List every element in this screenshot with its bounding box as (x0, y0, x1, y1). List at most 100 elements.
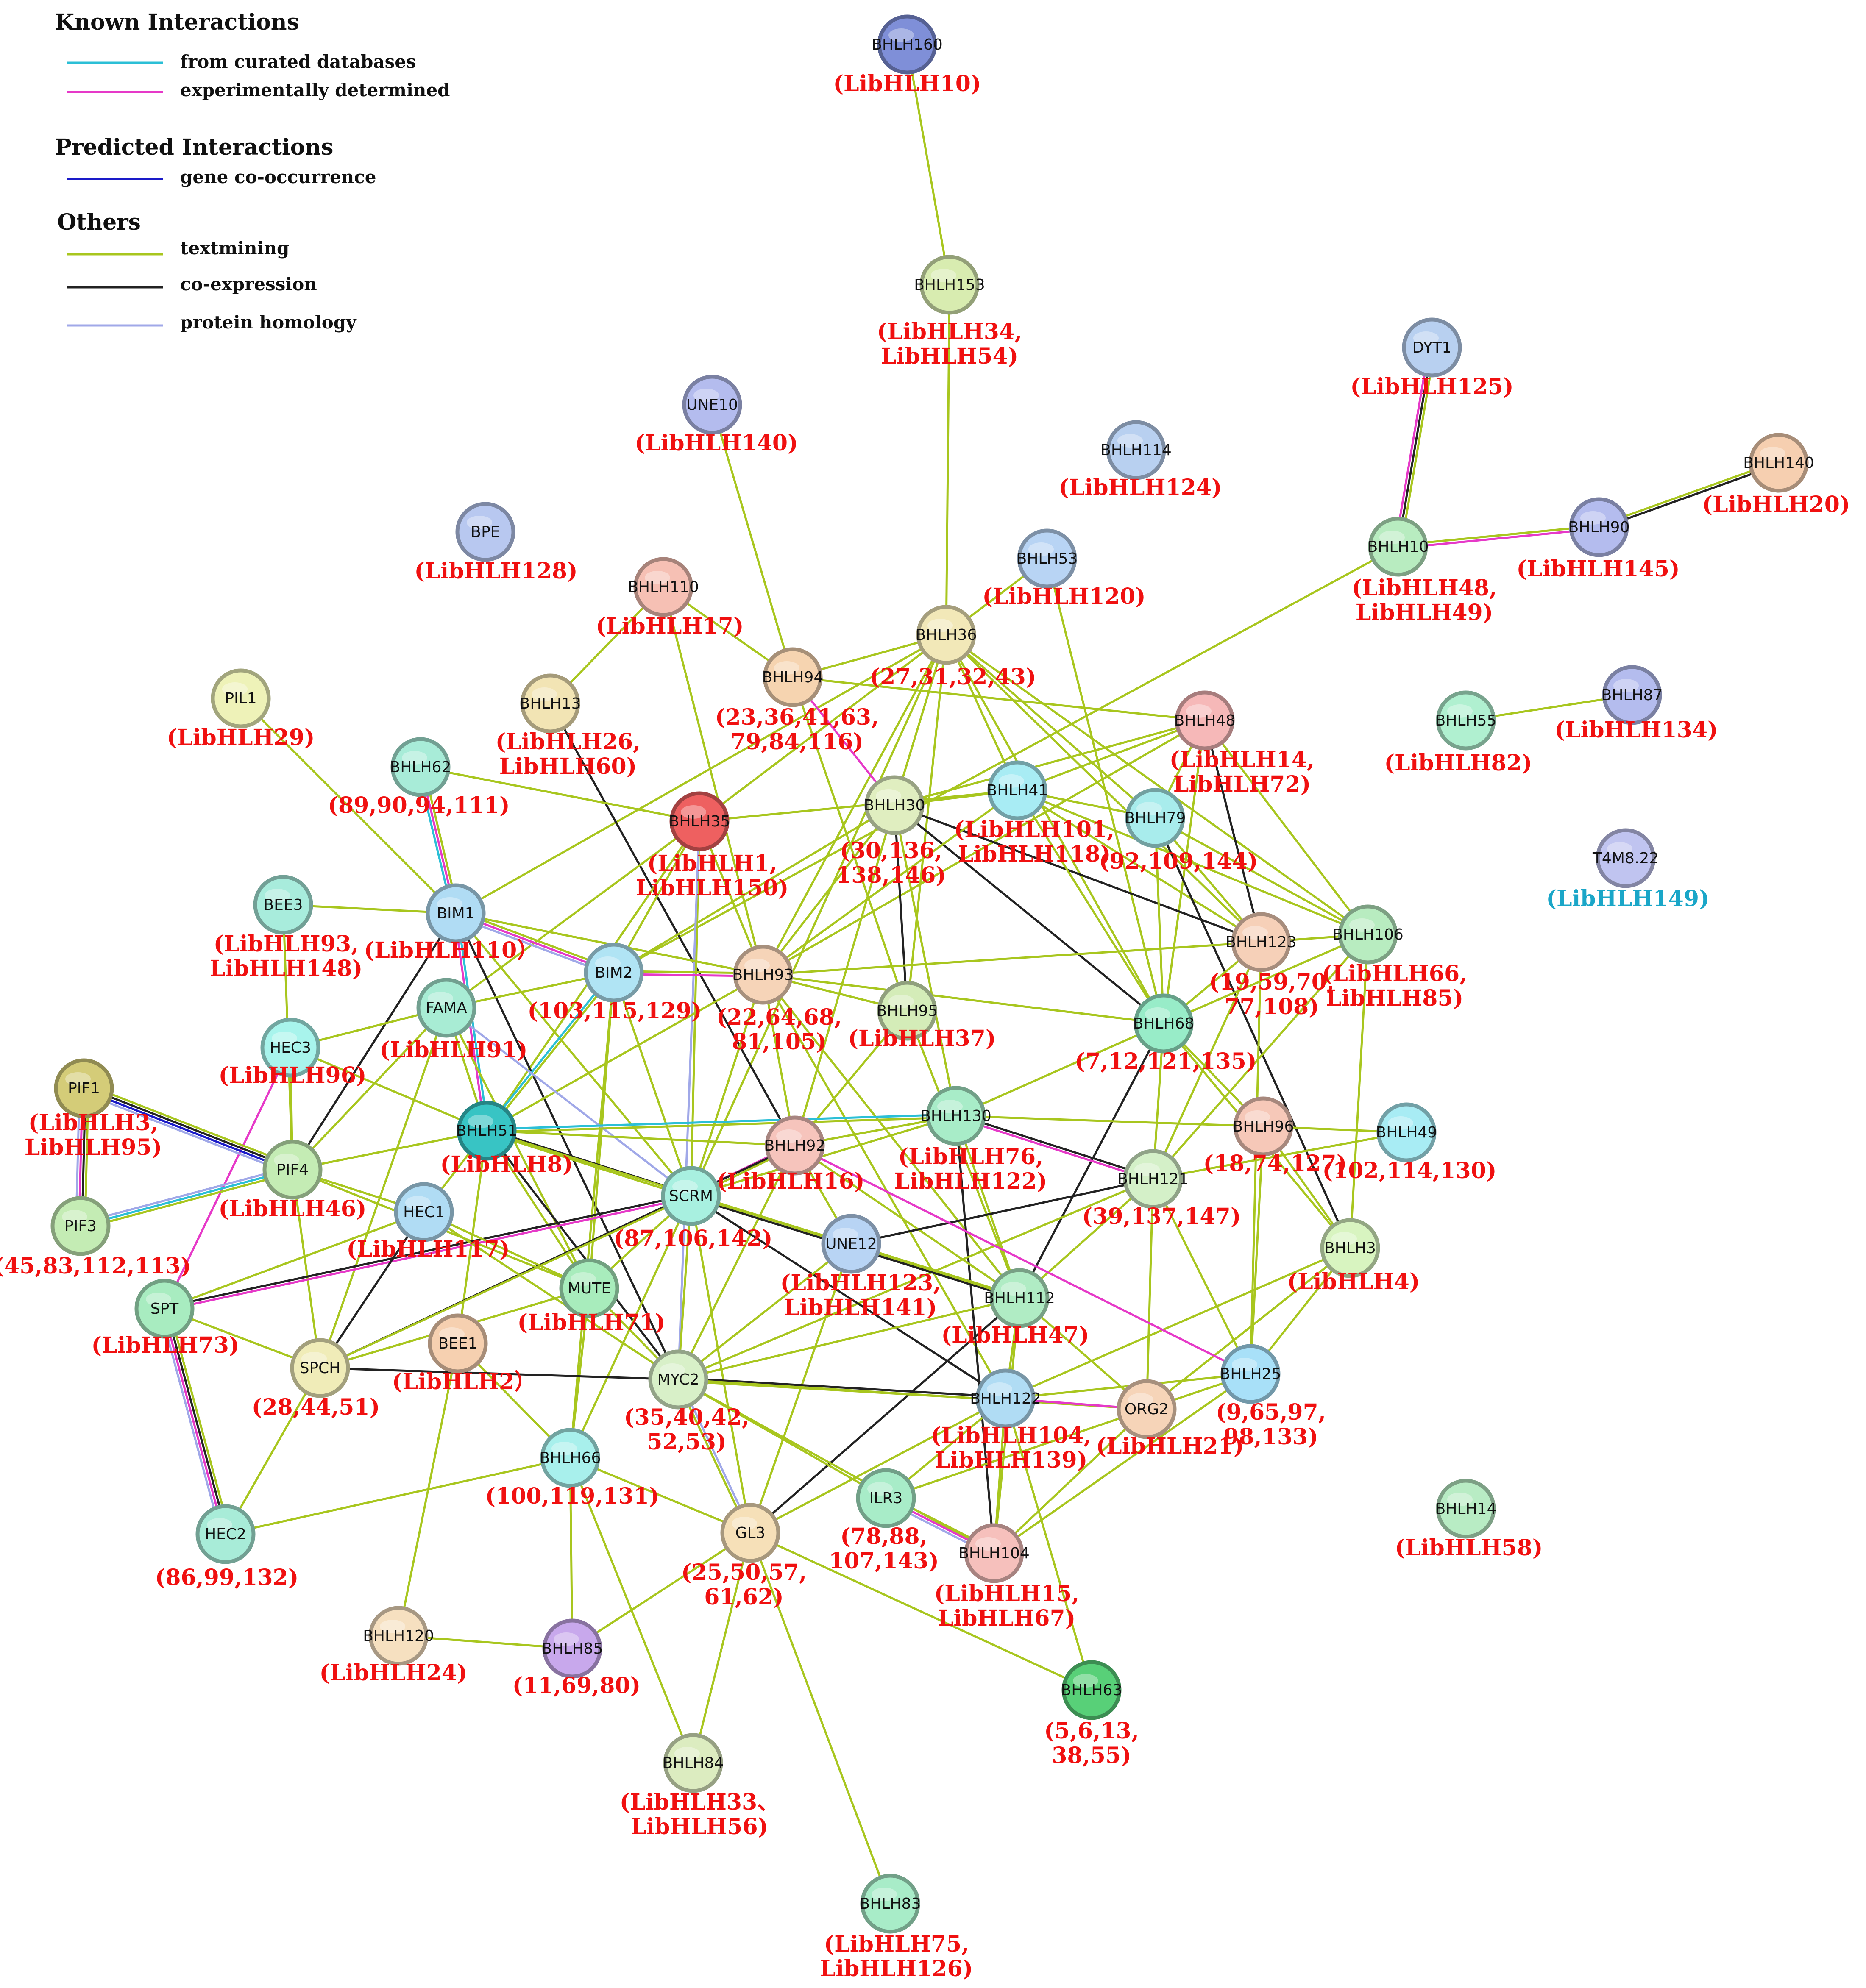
node-spt[interactable]: SPT(LibHLH73) (91, 1279, 240, 1358)
node-t4m8-22[interactable]: T4M8.22(LibHLH149) (1546, 828, 1710, 912)
node-circle[interactable] (877, 981, 937, 1041)
node-circle[interactable] (134, 1279, 195, 1339)
node-circle[interactable] (1231, 912, 1291, 972)
node-circle[interactable] (1749, 433, 1809, 493)
node-circle[interactable] (669, 791, 730, 851)
node-mute[interactable]: MUTE(LibHLH71) (517, 1258, 666, 1335)
node-bhlh83[interactable]: BHLH83(LibHLH75,LibHLH126) (820, 1874, 973, 1982)
node-bhlh87[interactable]: BHLH87(LibHLH134) (1554, 665, 1718, 743)
node-bhlh41[interactable]: BHLH41(LibHLH101,LibHLH118) (954, 760, 1115, 867)
node-circle[interactable] (1436, 690, 1496, 751)
node-circle[interactable] (987, 760, 1047, 820)
node-bhlh36[interactable]: BHLH36(27,31,32,43) (870, 605, 1036, 690)
node-bim2[interactable]: BIM2(103,115,129) (527, 943, 702, 1024)
node-bhlh84[interactable]: BHLH84(LibHLH33、LibHLH56) (620, 1733, 779, 1840)
node-circle[interactable] (1376, 1102, 1437, 1162)
node-bee3[interactable]: BEE3(LibHLH93,LibHLH148) (210, 875, 363, 981)
node-dyt1[interactable]: DYT1(LibHLH125) (1350, 317, 1514, 400)
node-bhlh153[interactable]: BHLH153(LibHLH34,LibHLH54) (877, 255, 1022, 369)
node-circle[interactable] (542, 1618, 602, 1679)
node-circle[interactable] (1061, 1660, 1122, 1720)
node-circle[interactable] (540, 1428, 600, 1488)
node-circle[interactable] (1402, 317, 1462, 378)
node-bhlh14[interactable]: BHLH14(LibHLH58) (1395, 1479, 1543, 1561)
node-bhlh130[interactable]: BHLH130(LibHLH76,LibHLH122) (894, 1086, 1047, 1194)
node-circle[interactable] (860, 1874, 920, 1934)
node-circle[interactable] (455, 502, 515, 562)
node-bhlh3[interactable]: BHLH3(LibHLH4) (1287, 1218, 1420, 1295)
node-circle[interactable] (916, 605, 976, 665)
node-circle[interactable] (1017, 528, 1077, 589)
node-spch[interactable]: SPCH(28,44,51) (252, 1338, 380, 1420)
node-bhlh90[interactable]: BHLH90(LibHLH145) (1516, 497, 1680, 582)
node-circle[interactable] (661, 1166, 721, 1226)
node-circle[interactable] (368, 1606, 429, 1666)
node-circle[interactable] (195, 1504, 256, 1564)
node-bpe[interactable]: BPE(LibHLH128) (414, 502, 578, 584)
node-bhlh96[interactable]: BHLH96(18,74,127) (1203, 1096, 1347, 1176)
node-bhlh48[interactable]: BHLH48(LibHLH14,LibHLH72) (1170, 690, 1315, 797)
node-bhlh66[interactable]: BHLH66(100,119,131) (485, 1428, 660, 1509)
node-circle[interactable] (1134, 993, 1194, 1054)
node-circle[interactable] (1220, 1344, 1281, 1404)
node-fama[interactable]: FAMA(LibHLH91) (379, 978, 528, 1063)
node-circle[interactable] (1117, 1379, 1177, 1439)
node-circle[interactable] (733, 945, 793, 1005)
node-circle[interactable] (682, 375, 742, 435)
node-circle[interactable] (975, 1368, 1036, 1429)
node-org2[interactable]: ORG2(LibHLH21) (1096, 1379, 1244, 1459)
node-bhlh106[interactable]: BHLH106(LibHLH66,LibHLH85) (1322, 904, 1468, 1011)
node-hec1[interactable]: HEC1(LibHLH117) (346, 1182, 510, 1262)
node-bhlh122[interactable]: BHLH122(LibHLH104,LibHLH139) (931, 1368, 1092, 1473)
node-circle[interactable] (926, 1086, 986, 1146)
node-une10[interactable]: UNE10(LibHLH140) (635, 375, 798, 456)
node-circle[interactable] (211, 668, 271, 728)
node-circle[interactable] (394, 1182, 454, 1242)
node-bhlh51[interactable]: BHLH51(LibHLH8) (440, 1101, 573, 1177)
node-bhlh85[interactable]: BHLH85(11,69,80) (512, 1618, 641, 1699)
node-bhlh120[interactable]: BHLH120(LibHLH24) (319, 1606, 468, 1686)
node-circle[interactable] (390, 737, 451, 797)
node-bhlh95[interactable]: BHLH95(LibHLH37) (848, 981, 996, 1051)
node-bhlh94[interactable]: BHLH94(23,36,41,63,79,84,116) (715, 647, 879, 755)
node-bhlh68[interactable]: BHLH68(7,12,121,135) (1075, 993, 1257, 1074)
node-bee1[interactable]: BEE1(LibHLH2） (392, 1313, 536, 1395)
node-circle[interactable] (262, 1140, 323, 1200)
node-circle[interactable] (1123, 1149, 1183, 1209)
node-bhlh13[interactable]: BHLH13(LibHLH26,LibHLH60) (496, 673, 641, 779)
node-circle[interactable] (663, 1733, 723, 1793)
node-circle[interactable] (426, 883, 486, 943)
node-circle[interactable] (765, 1115, 825, 1176)
node-circle[interactable] (633, 557, 693, 617)
node-circle[interactable] (1368, 517, 1428, 577)
node-bhlh123[interactable]: BHLH123(19,59,70,77,108) (1209, 912, 1334, 1020)
node-pif3[interactable]: PIF3(45,83,112,113) (0, 1196, 191, 1279)
node-circle[interactable] (1175, 690, 1235, 751)
node-circle[interactable] (877, 14, 937, 75)
node-circle[interactable] (720, 1503, 780, 1563)
node-circle[interactable] (648, 1349, 708, 1410)
node-circle[interactable] (50, 1196, 111, 1256)
node-circle[interactable] (457, 1101, 517, 1161)
node-circle[interactable] (864, 775, 925, 835)
node-circle[interactable] (1320, 1218, 1380, 1278)
node-circle[interactable] (584, 943, 644, 1003)
node-bhlh140[interactable]: BHLH140(LibHLH20) (1702, 433, 1850, 517)
node-bhlh160[interactable]: BHLH160(LibHLH10) (833, 14, 981, 97)
node-bhlh55[interactable]: BHLH55(LibHLH82) (1384, 690, 1532, 776)
node-circle[interactable] (1596, 828, 1656, 888)
node-scrm[interactable]: SCRM(87,106,142) (614, 1166, 773, 1251)
node-circle[interactable] (989, 1268, 1050, 1328)
node-bhlh62[interactable]: BHLH62(89,90,94,111) (328, 737, 510, 818)
node-circle[interactable] (1338, 904, 1398, 965)
node-myc2[interactable]: MYC2(35,40,42,52,53) (624, 1349, 749, 1455)
node-gl3[interactable]: GL3(25,50,57,61,62) (681, 1503, 807, 1610)
node-circle[interactable] (428, 1313, 488, 1374)
node-bhlh112[interactable]: BHLH112(LibHLH47) (941, 1268, 1089, 1348)
node-bim1[interactable]: BIM1(LibHLH110） (364, 883, 539, 963)
node-circle[interactable] (919, 255, 980, 315)
node-bhlh110[interactable]: BHLH110(LibHLH17) (596, 557, 744, 639)
node-pif4[interactable]: PIF4(LibHLH46) (218, 1140, 367, 1222)
node-circle[interactable] (54, 1058, 114, 1118)
node-bhlh104[interactable]: BHLH104(LibHLH15,LibHLH67) (934, 1523, 1080, 1631)
